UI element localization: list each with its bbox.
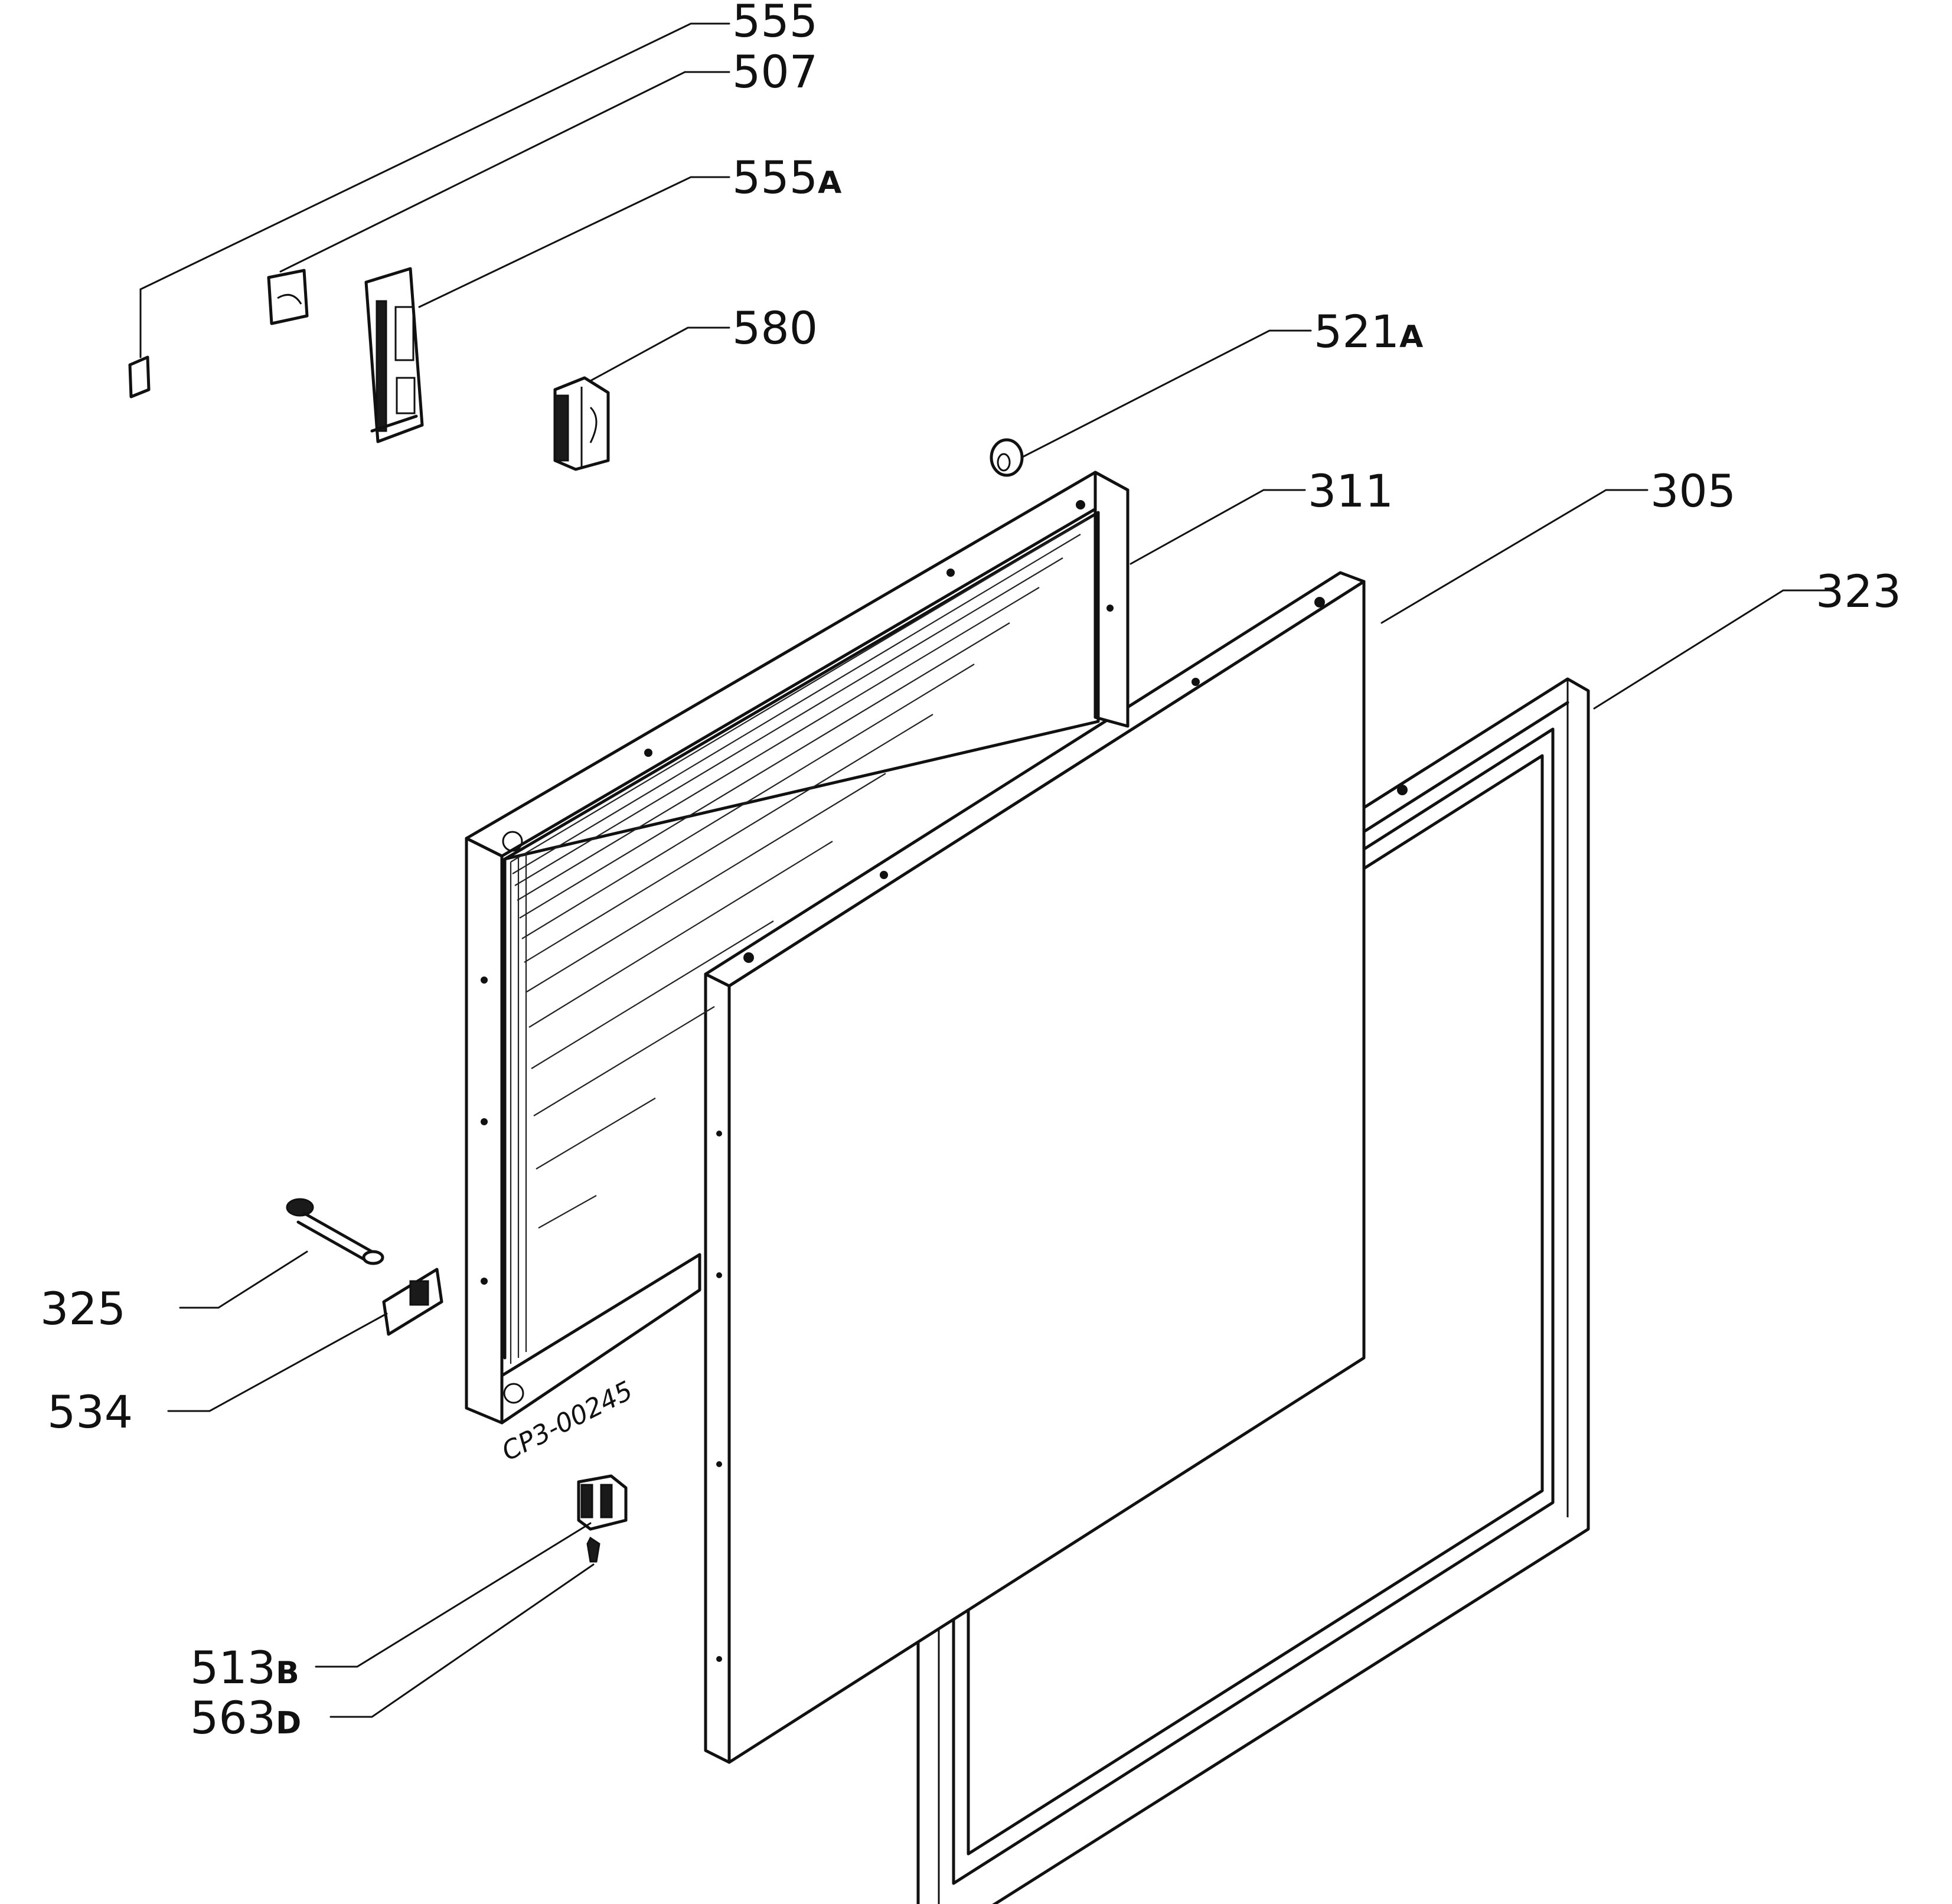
callout-305: 305 — [1650, 465, 1736, 517]
hinge-pin-part — [286, 1198, 384, 1265]
callout-555: 555 — [732, 0, 818, 47]
callout-323: 323 — [1816, 565, 1901, 618]
callout-563d: 563D — [190, 1691, 301, 1744]
callout-507: 507 — [732, 45, 818, 98]
hinge-plate-part — [382, 1268, 443, 1336]
callout-580: 580 — [732, 302, 818, 354]
callout-555a: 555A — [732, 151, 841, 204]
door-liner-frame-part — [465, 471, 1130, 1425]
liner-shading — [510, 519, 1087, 1364]
door-panel-part — [704, 571, 1366, 1764]
door-latch-part — [553, 376, 610, 471]
callout-521a: 521A — [1314, 305, 1423, 358]
lower-hinge-block-part — [577, 1474, 628, 1531]
grommet-part — [990, 438, 1024, 477]
small-clip-part — [128, 355, 151, 399]
leader-lines — [139, 22, 1826, 1718]
screw-part — [586, 1536, 600, 1563]
callout-325: 325 — [40, 1282, 126, 1335]
callout-311: 311 — [1308, 465, 1393, 517]
callout-513b: 513B — [190, 1641, 299, 1694]
callout-534: 534 — [47, 1386, 133, 1438]
bracket-clip-part — [267, 269, 309, 325]
callout-labels: 555 507 555A 580 521A 311 305 323 325 53… — [40, 0, 1901, 1744]
hinge-bracket-part — [364, 267, 424, 443]
